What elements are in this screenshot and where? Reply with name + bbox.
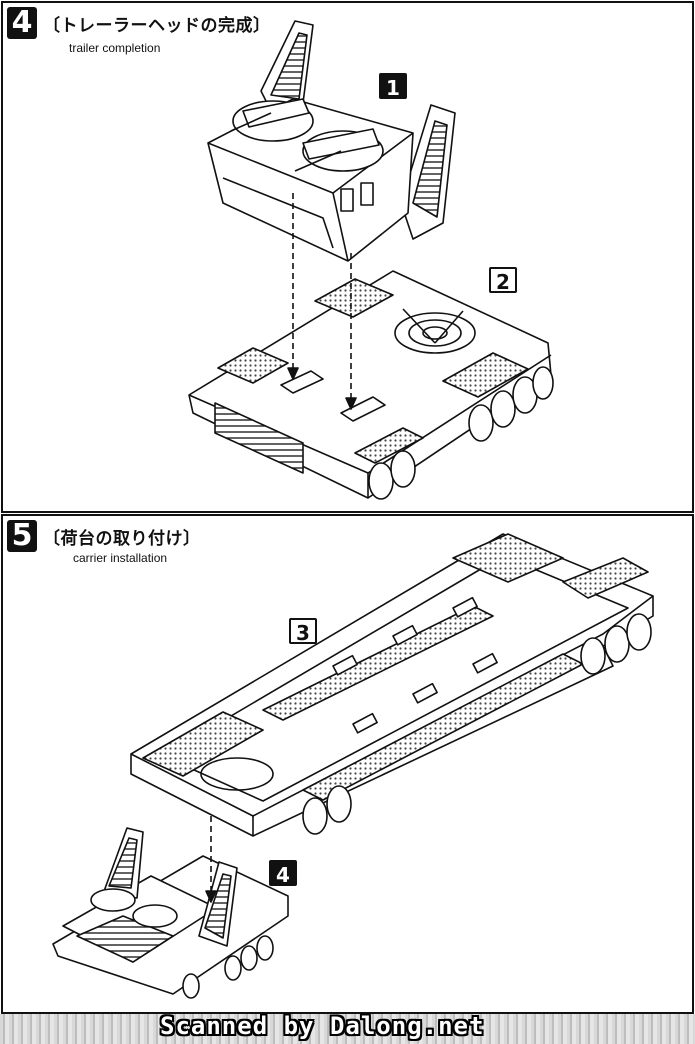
part-3-flatbed-carrier (130, 533, 654, 837)
part-2-tractor-chassis (188, 270, 554, 500)
step-number: 5 (7, 520, 37, 552)
part-label-4: 4 (269, 860, 297, 887)
part-4-completed-trailer-head (52, 827, 289, 999)
trailer-head-assembly-drawing (188, 20, 554, 500)
step-title-english: trailer completion (69, 41, 161, 55)
step-4-panel: 4 〔トレーラーヘッドの完成〕 trailer completion 1 2 (1, 1, 694, 513)
step-title-japanese: 〔トレーラーヘッドの完成〕 (43, 16, 271, 36)
step-number: 4 (7, 7, 37, 39)
step-title-english: carrier installation (73, 551, 168, 565)
scanner-watermark: Scanned by Dalong.net (160, 1012, 485, 1040)
assembly-guide-lines (292, 193, 352, 403)
scan-edge-strip (0, 1014, 695, 1044)
part-label-1: 1 (379, 73, 407, 100)
part-label-2: 2 (489, 267, 517, 294)
carrier-installation-drawing (52, 533, 654, 999)
part-1-turret-block (207, 20, 456, 262)
step-5-panel: 5 〔荷台の取り付け〕 carrier installation 3 4 (1, 514, 694, 1014)
step-title-japanese: 〔荷台の取り付け〕 (43, 529, 201, 549)
part-label-3: 3 (289, 618, 317, 645)
